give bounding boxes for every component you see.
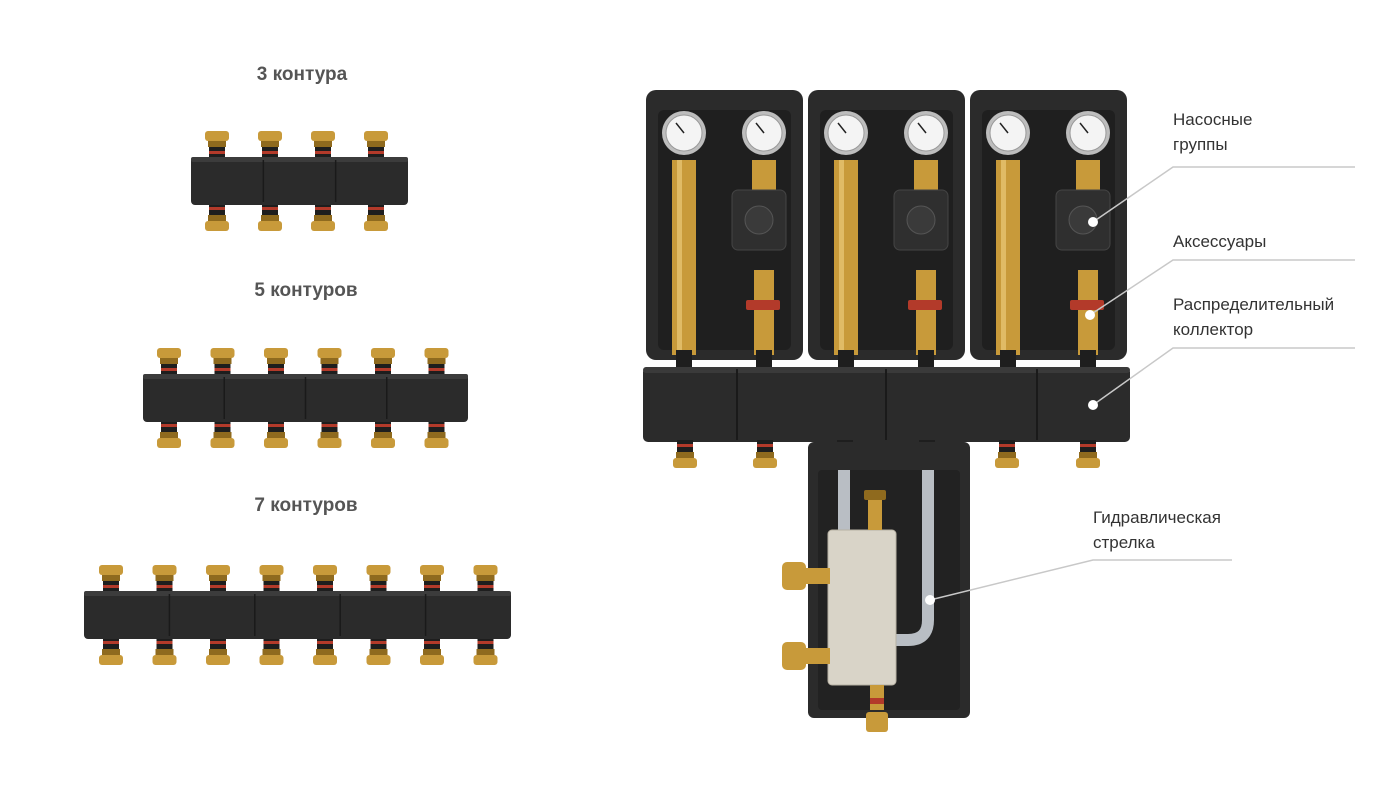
- callout-leaders: [929, 166, 1355, 601]
- valve-handle: [746, 300, 780, 310]
- manifold-fitting-bottom: [264, 420, 288, 448]
- label-hydraulic-separator: Гидравлическая стрелка: [1093, 505, 1221, 555]
- label-separator-line2: стрелка: [1093, 533, 1155, 552]
- manifold-fitting-top: [210, 348, 235, 376]
- dot-manifold: [1088, 400, 1098, 410]
- dot-pump-groups: [1088, 217, 1098, 227]
- assembly-bottom-fitting: [753, 440, 777, 468]
- brass-pipe-left: [672, 160, 696, 355]
- manifold-fitting-bottom: [424, 420, 449, 448]
- manifold-fitting-top: [317, 348, 342, 376]
- pump-group-2: [808, 90, 965, 368]
- valve-handle: [908, 300, 942, 310]
- valve-handle: [1070, 300, 1104, 310]
- manifold-fitting-bottom: [99, 637, 123, 665]
- manifold-fitting-bottom: [157, 420, 181, 448]
- manifold-body: [191, 157, 408, 205]
- pump-group-1: [646, 90, 803, 368]
- dot-accessories: [1085, 310, 1095, 320]
- dot-separator: [925, 595, 935, 605]
- label-manifold: Распределительный коллектор: [1173, 292, 1334, 342]
- label-pump-groups-line1: Насосные: [1173, 110, 1253, 129]
- heating-assembly: [643, 90, 1130, 732]
- variant-title-5: 5 контуров: [254, 280, 358, 301]
- manifold-fitting-top: [364, 131, 388, 159]
- manifold-fitting-top: [258, 131, 282, 159]
- manifold-fitting-bottom: [473, 637, 498, 665]
- label-pump-groups-line2: группы: [1173, 135, 1228, 154]
- brass-pipe-right: [916, 270, 936, 355]
- assembly-bottom-fitting: [1076, 440, 1100, 468]
- brass-pipe-right: [754, 270, 774, 355]
- label-accessories: Аксессуары: [1173, 229, 1266, 254]
- manifold-fitting-bottom: [371, 420, 395, 448]
- manifold-fitting-top: [152, 565, 177, 593]
- manifold-variants: [84, 131, 511, 665]
- manifold-variant-3: [84, 565, 511, 665]
- manifold-fitting-top: [206, 565, 230, 593]
- manifold-fitting-bottom: [311, 203, 335, 231]
- manifold-fitting-bottom: [210, 420, 235, 448]
- manifold-fitting-bottom: [152, 637, 177, 665]
- manifold-fitting-bottom: [420, 637, 444, 665]
- assembly-bottom-fitting: [995, 440, 1019, 468]
- manifold-fitting-top: [264, 348, 288, 376]
- assembly-bottom-fitting: [673, 440, 697, 468]
- variant-title-3: 3 контура: [256, 64, 348, 85]
- distribution-manifold: [643, 367, 1130, 442]
- variant-title-7: 7 контуров: [254, 495, 358, 516]
- manifold-fitting-top: [313, 565, 337, 593]
- manifold-fitting-top: [473, 565, 498, 593]
- label-pump-groups: Насосные группы: [1173, 107, 1252, 157]
- manifold-fitting-top: [259, 565, 284, 593]
- brass-pipe-left: [834, 160, 858, 355]
- manifold-fitting-bottom: [317, 420, 342, 448]
- manifold-fitting-top: [205, 131, 229, 159]
- manifold-fitting-top: [99, 565, 123, 593]
- label-manifold-line2: коллектор: [1173, 320, 1254, 339]
- manifold-fitting-bottom: [366, 637, 391, 665]
- manifold-fitting-bottom: [313, 637, 337, 665]
- manifold-body: [84, 591, 511, 639]
- manifold-fitting-top: [420, 565, 444, 593]
- manifold-fitting-top: [371, 348, 395, 376]
- hydraulic-separator: [782, 442, 970, 732]
- manifold-fitting-bottom: [259, 637, 284, 665]
- manifold-fitting-top: [366, 565, 391, 593]
- label-separator-line1: Гидравлическая: [1093, 508, 1221, 527]
- manifold-fitting-bottom: [258, 203, 282, 231]
- manifold-fitting-bottom: [206, 637, 230, 665]
- label-manifold-line1: Распределительный: [1173, 295, 1335, 314]
- manifold-fitting-top: [424, 348, 449, 376]
- manifold-variant-2: [143, 348, 468, 448]
- manifold-variant-1: [191, 131, 408, 231]
- brass-pipe-left: [996, 160, 1020, 355]
- callout-dots: [925, 217, 1098, 605]
- pump-group-3: [970, 90, 1127, 368]
- manifold-fitting-top: [157, 348, 181, 376]
- pump-groups: [646, 90, 1127, 368]
- manifold-fitting-bottom: [364, 203, 388, 231]
- manifold-fitting-top: [311, 131, 335, 159]
- manifold-fitting-bottom: [205, 203, 229, 231]
- label-accessories-line1: Аксессуары: [1173, 232, 1267, 251]
